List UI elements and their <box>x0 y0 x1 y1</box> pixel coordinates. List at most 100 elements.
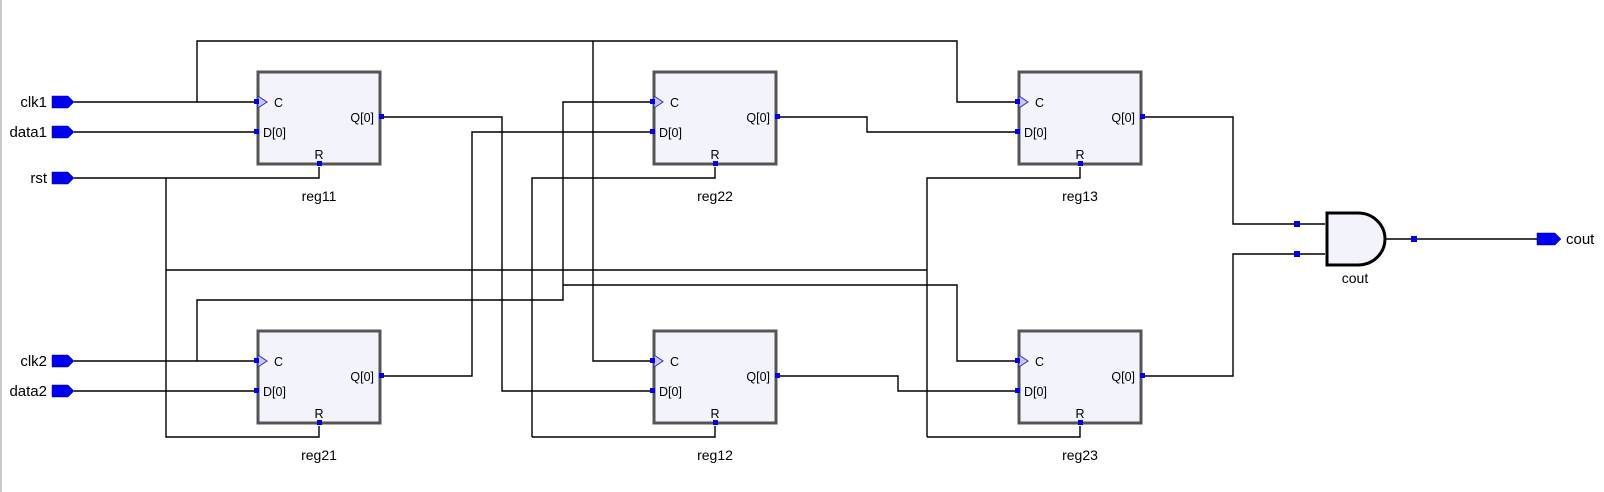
port-label-data1: data1 <box>9 124 47 141</box>
port-label-data2: data2 <box>9 383 47 400</box>
pin-label-output: Q[0] <box>746 370 770 384</box>
pin-dot <box>1015 99 1020 104</box>
pin-label-data: D[0] <box>263 126 286 140</box>
pin-label-reset: R <box>710 148 719 162</box>
pin-dot <box>254 358 259 363</box>
canvas-left-edge <box>0 0 2 492</box>
pin-dot <box>1411 236 1417 242</box>
port-label-clk1: clk1 <box>20 94 47 111</box>
pin-dot <box>1078 420 1083 425</box>
pin-dot <box>317 161 322 166</box>
instance-label: reg23 <box>1062 447 1098 463</box>
wires <box>74 40 1537 438</box>
wire-clk2-reg12[interactable] <box>592 41 650 362</box>
pin-dot <box>775 373 780 378</box>
pin-dot <box>1140 114 1145 119</box>
pin-label-clock: C <box>274 355 283 369</box>
pin-dot <box>254 129 259 134</box>
pin-dot <box>379 114 384 119</box>
pin-label-output: Q[0] <box>1111 111 1135 125</box>
pin-dot <box>317 420 322 425</box>
wire-clk2-up[interactable] <box>196 101 650 361</box>
pin-label-clock: C <box>670 355 679 369</box>
register-reg11[interactable]: C D[0] Q[0] R reg11 <box>254 70 384 204</box>
pin-label-reset: R <box>314 148 323 162</box>
wire-reg21-q[interactable] <box>383 131 650 377</box>
pin-dot <box>1015 388 1020 393</box>
input-port-icon <box>51 354 75 368</box>
output-port-icon <box>1536 232 1562 246</box>
pin-label-output: Q[0] <box>350 370 374 384</box>
pin-dot <box>254 99 259 104</box>
register-reg22[interactable]: C D[0] Q[0] R reg22 <box>650 70 780 204</box>
wire-reg23-q[interactable] <box>1144 253 1325 377</box>
register-reg21[interactable]: C D[0] Q[0] R reg21 <box>254 329 384 463</box>
register-reg13[interactable]: C D[0] Q[0] R reg13 <box>1015 70 1145 204</box>
port-label-cout: cout <box>1566 231 1595 248</box>
register-reg12[interactable]: C D[0] Q[0] R reg12 <box>650 329 780 463</box>
pin-label-clock: C <box>1035 96 1044 110</box>
wire-clk2-reg23[interactable] <box>563 284 1020 362</box>
input-port-icon <box>51 125 75 139</box>
instance-label: reg22 <box>697 188 733 204</box>
instance-label: reg11 <box>302 188 337 204</box>
pin-dot <box>1078 161 1083 166</box>
pin-label-data: D[0] <box>1024 126 1047 140</box>
port-rst[interactable]: rst <box>30 170 75 187</box>
pin-dot <box>1294 221 1300 227</box>
pin-label-clock: C <box>274 96 283 110</box>
port-clk2[interactable]: clk2 <box>20 353 75 370</box>
pin-label-data: D[0] <box>263 385 286 399</box>
pin-label-data: D[0] <box>1024 385 1047 399</box>
input-ports: clk1 data1 rst clk2 data2 <box>9 94 75 400</box>
pin-dot <box>650 358 655 363</box>
wire-rst-trunk[interactable] <box>165 178 320 438</box>
register-body <box>256 70 382 166</box>
instance-label: reg13 <box>1062 188 1098 204</box>
pin-dot <box>775 114 780 119</box>
gate-label: cout <box>1342 270 1369 286</box>
pin-dot <box>1015 358 1020 363</box>
wire-rst-reg13[interactable] <box>926 167 1081 437</box>
register-reg23[interactable]: C D[0] Q[0] R reg23 <box>1015 329 1145 463</box>
pin-label-clock: C <box>670 96 679 110</box>
port-clk1[interactable]: clk1 <box>20 94 75 111</box>
wire-reg13-q[interactable] <box>1144 116 1325 225</box>
pin-label-output: Q[0] <box>1111 370 1135 384</box>
wire-clk1-top[interactable] <box>196 40 1020 103</box>
wire-reg12-q[interactable] <box>779 375 1020 392</box>
input-port-icon <box>51 384 75 398</box>
pin-dot <box>713 420 718 425</box>
pin-dot <box>254 388 259 393</box>
pin-dot <box>650 129 655 134</box>
instance-label: reg12 <box>697 447 733 463</box>
register-body <box>1017 70 1143 166</box>
pin-label-reset: R <box>314 407 323 421</box>
and-gate-icon <box>1325 211 1387 267</box>
pin-label-output: Q[0] <box>746 111 770 125</box>
wire-rst-reg22[interactable] <box>531 167 716 437</box>
pin-dot <box>713 161 718 166</box>
port-data2[interactable]: data2 <box>9 383 75 400</box>
wire-rst-reg23[interactable] <box>927 426 1081 438</box>
wire-reg22-q[interactable] <box>779 116 1020 133</box>
pin-label-reset: R <box>1075 148 1084 162</box>
pin-label-output: Q[0] <box>350 111 374 125</box>
and-gate-cout[interactable]: cout <box>1294 211 1417 286</box>
wire-rst-reg12[interactable] <box>532 426 716 438</box>
wire-rst[interactable] <box>74 167 320 179</box>
input-port-icon <box>51 95 75 109</box>
pin-dot <box>1294 251 1300 257</box>
port-data1[interactable]: data1 <box>9 124 75 141</box>
pin-dot <box>1140 373 1145 378</box>
pin-label-clock: C <box>1035 355 1044 369</box>
wire-reg11-q[interactable] <box>383 116 650 392</box>
port-cout[interactable]: cout <box>1536 231 1595 248</box>
pin-label-data: D[0] <box>659 126 682 140</box>
pin-dot <box>650 99 655 104</box>
pin-dot <box>1015 129 1020 134</box>
port-label-rst: rst <box>30 170 47 187</box>
pin-dot <box>650 388 655 393</box>
pin-label-reset: R <box>1075 407 1084 421</box>
